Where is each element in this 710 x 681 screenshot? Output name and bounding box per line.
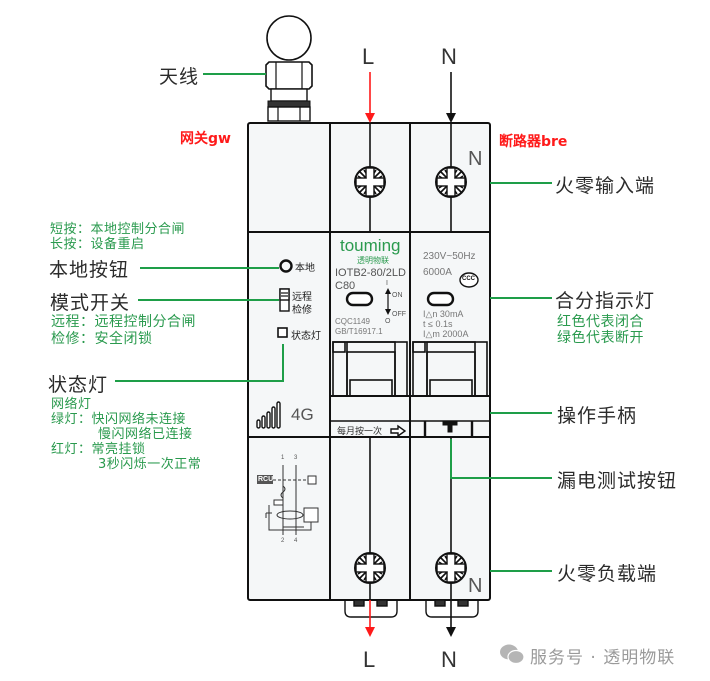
mode-switch-callout-line	[138, 299, 279, 301]
mode-label-remote: 远程	[292, 292, 312, 303]
monthly-test-label: 每月按一次	[337, 427, 383, 437]
watermark-text: 服务号 · 透明物联	[530, 648, 676, 668]
residual-making: I△m 2000A	[423, 329, 469, 339]
antenna-label: 天线	[159, 66, 200, 88]
line-out-label: 火零负载端	[557, 563, 658, 585]
din-clips	[344, 599, 479, 618]
local-button-label: 本地	[295, 263, 315, 274]
neutral-in-arrow	[446, 113, 456, 123]
leak-test-button[interactable]	[410, 420, 490, 437]
voltage-rating: 230V~50Hz	[423, 251, 476, 262]
model-number: IOTB2-80/2LD	[335, 267, 406, 279]
status-note-1: 网络灯	[51, 397, 92, 412]
pin-3: 3	[294, 455, 298, 461]
status-note-3: 慢闪网络已连接	[98, 427, 193, 442]
handle-callout-line	[490, 412, 552, 414]
live-out-arrow	[365, 627, 375, 637]
off-mark: O	[385, 318, 391, 325]
cert-cqc: CQC1149	[335, 317, 370, 326]
antenna-callout-line	[203, 73, 266, 75]
on-mark: I	[386, 280, 388, 287]
mode-switch-note-1: 远程：远程控制分合闸	[51, 314, 196, 330]
pin-4: 4	[294, 538, 298, 544]
brand-cn: 透明物联	[357, 256, 389, 265]
arrow-right-icon	[390, 424, 407, 438]
status-light-callout-h	[115, 380, 283, 382]
indicator-callout-line	[490, 297, 552, 299]
local-button-icon	[279, 259, 293, 273]
terminal-top-L: L	[362, 44, 375, 69]
local-button-note-2: 长按：设备重启	[50, 237, 145, 252]
on-label: ON	[392, 292, 403, 299]
indicator-window-left	[345, 291, 374, 307]
line-in-callout-line	[490, 182, 552, 184]
status-note-2: 绿灯：快闪网络未连接	[51, 412, 187, 427]
mode-switch-icon	[279, 288, 290, 312]
terminal-bottom-N: N	[441, 647, 457, 672]
screw-top-L	[354, 166, 386, 198]
off-label: OFF	[392, 311, 406, 318]
ccc-mark-icon	[459, 272, 479, 288]
signal-bars-icon	[256, 401, 281, 429]
terminal-top-N: N	[441, 44, 457, 69]
antenna	[265, 15, 313, 122]
status-light-label: 状态灯	[291, 331, 321, 342]
mode-label-maint: 检修	[292, 305, 312, 316]
gateway-tag: 网关gw	[180, 131, 231, 147]
live-in-arrow	[365, 113, 375, 123]
local-button-note-1: 短按：本地控制分合闸	[50, 222, 186, 237]
trip-time: t ≤ 0.1s	[423, 319, 453, 329]
terminal-bottom-L: L	[363, 647, 376, 672]
terminal-out-N-mark: N	[468, 575, 483, 597]
ccc-label: CCC	[462, 276, 475, 282]
breaking-capacity: 6000A	[423, 267, 452, 278]
rating-label: C80	[335, 280, 356, 292]
local-button-label-callout: 本地按钮	[49, 259, 130, 281]
mode-switch-note-2: 检修：安全闭锁	[51, 331, 153, 347]
local-button-callout-line	[140, 267, 279, 269]
indicator-window-right	[426, 291, 455, 307]
rcu-schematic-icon	[265, 465, 319, 535]
indicator-note-2: 绿色代表断开	[557, 330, 644, 346]
residual-current: I△n 30mA	[423, 309, 464, 319]
indicator-note-1: 红色代表闭合	[557, 314, 644, 330]
cert-gb: GB/T16917.1	[335, 327, 383, 336]
neutral-out-arrow	[446, 627, 456, 637]
status-light-label-callout: 状态灯	[48, 374, 109, 396]
pin-1: 1	[281, 455, 285, 461]
status-light-icon	[277, 327, 288, 338]
status-light-callout-v	[282, 344, 284, 382]
screw-top-N	[435, 166, 467, 198]
status-note-4: 红灯：常亮挂锁	[51, 442, 146, 457]
leak-test-callout-h	[450, 477, 552, 479]
status-note-5: 3秒闪烁一次正常	[98, 457, 202, 472]
terminal-in-N-mark: N	[468, 148, 483, 170]
screw-bottom-N	[435, 552, 467, 584]
brand-logo: touming	[340, 236, 401, 255]
screw-bottom-L	[354, 552, 386, 584]
leak-test-label: 漏电测试按钮	[557, 470, 678, 492]
leak-test-callout-v	[450, 439, 452, 478]
indicator-label: 合分指示灯	[555, 290, 656, 312]
pin-2: 2	[281, 538, 285, 544]
line-out-callout-line	[490, 570, 552, 572]
rcu-label: RCU	[258, 476, 274, 483]
rcu-badge	[257, 475, 273, 484]
line-in-label: 火零输入端	[555, 175, 656, 197]
mode-switch-label: 模式开关	[50, 292, 131, 314]
wechat-icon	[500, 644, 525, 665]
handle-label: 操作手柄	[557, 405, 638, 427]
operating-handle[interactable]	[330, 341, 490, 422]
breaker-tag: 断路器bre	[499, 134, 568, 150]
signal-4g-label: 4G	[291, 405, 314, 424]
